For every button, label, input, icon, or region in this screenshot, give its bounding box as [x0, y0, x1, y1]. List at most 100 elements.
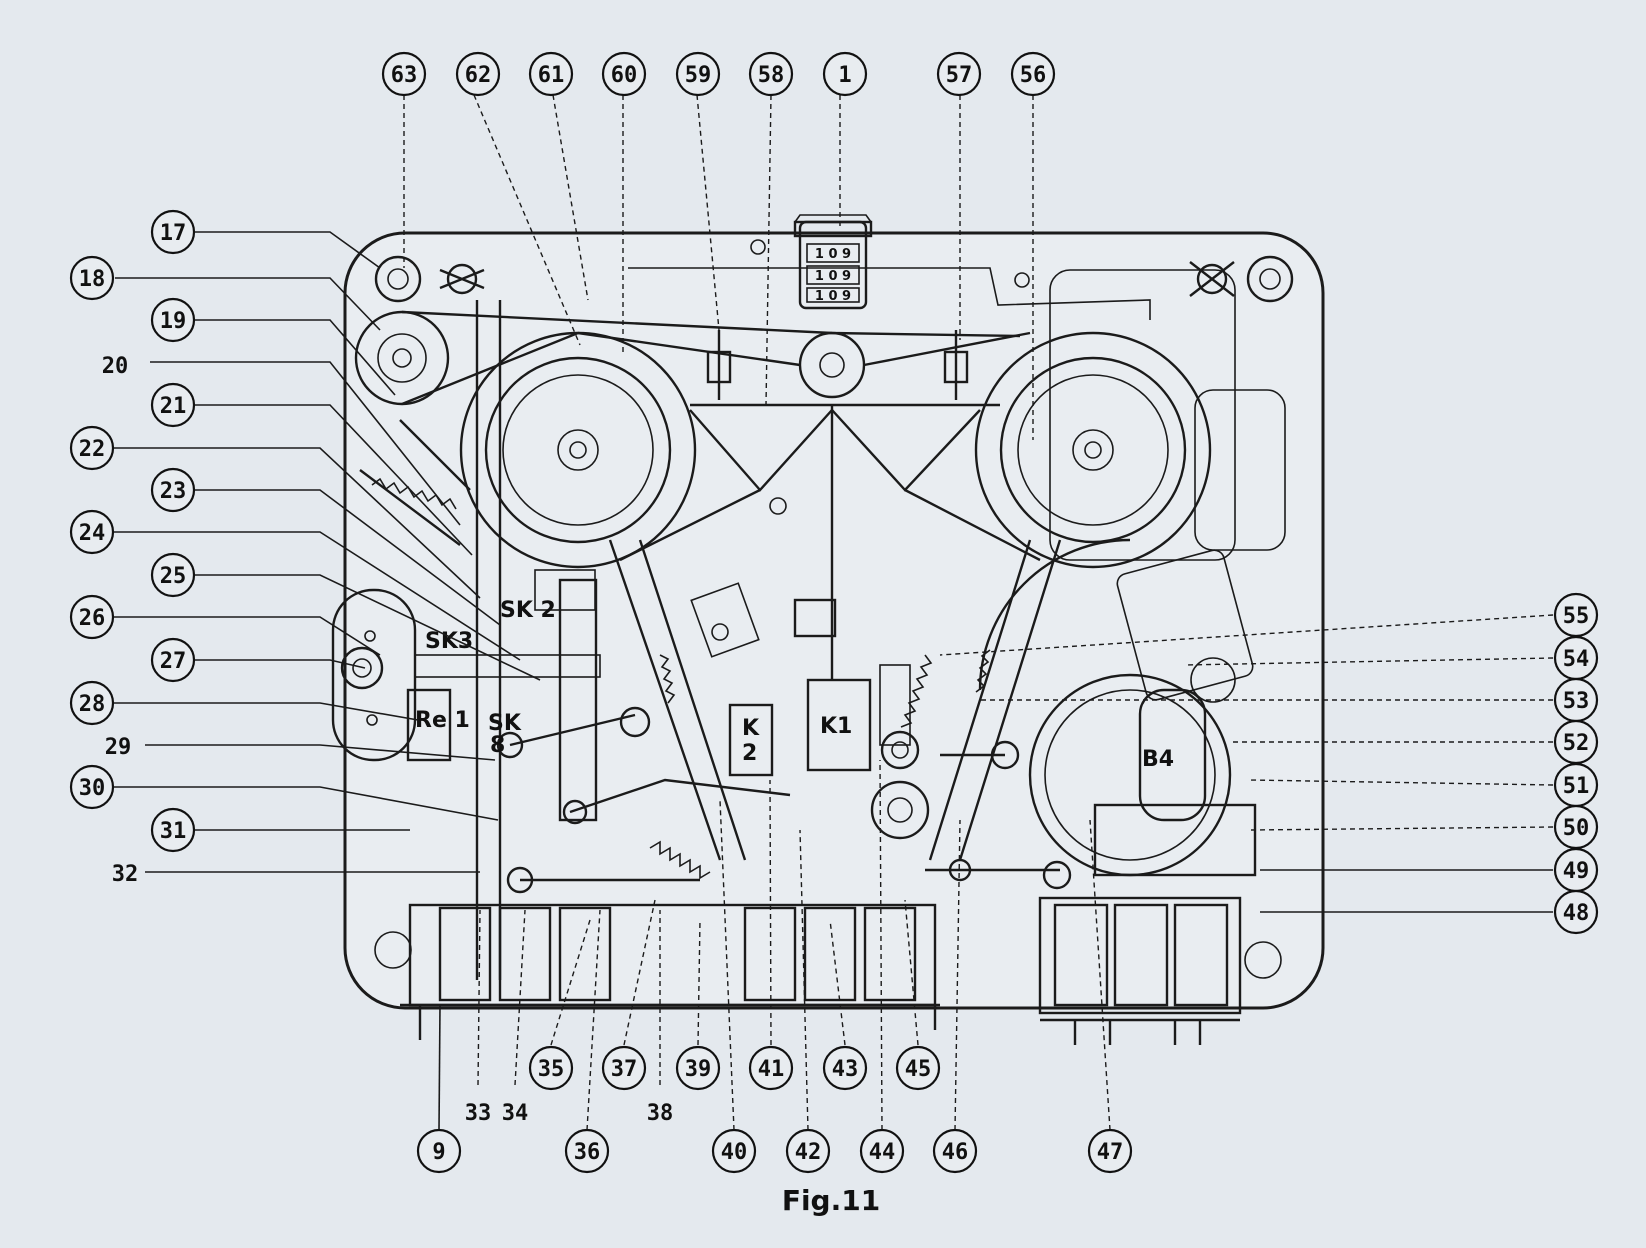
callout-53: 53: [1553, 677, 1599, 723]
callout-number: 19: [160, 309, 187, 334]
screw: [769, 497, 787, 515]
contact-block-k1: [806, 678, 872, 772]
wing-nut-right: [1189, 261, 1235, 297]
callout-number: 59: [685, 63, 712, 88]
callout-number: 48: [1563, 901, 1590, 926]
callout-number: 41: [758, 1057, 785, 1082]
callout-number: 53: [1563, 689, 1590, 714]
label-sk8: SK: [488, 711, 522, 736]
callout-19: 19: [150, 297, 196, 343]
callout-number: 57: [946, 63, 973, 88]
label-re1: Re 1: [415, 708, 470, 733]
callout-35: 35: [528, 1045, 574, 1091]
callout-34: 34: [502, 1101, 529, 1126]
callout-18: 18: [69, 255, 115, 301]
callout-26: 26: [69, 594, 115, 640]
callout-59: 59: [675, 51, 721, 97]
label-sk8-number: 8: [490, 733, 505, 758]
callout-number: 28: [79, 692, 106, 717]
callout-number: 26: [79, 606, 106, 631]
callout-28: 28: [69, 680, 115, 726]
callout-63: 63: [381, 51, 427, 97]
leader-lines: [112, 94, 1554, 1131]
tension-spring: [649, 840, 711, 880]
callout-number: 35: [538, 1057, 565, 1082]
callout-33: 33: [465, 1101, 492, 1126]
label-k1: K1: [820, 714, 852, 739]
callout-61: 61: [528, 51, 574, 97]
callout-46: 46: [932, 1128, 978, 1174]
callout-number: 9: [432, 1140, 445, 1165]
plate-bracket: [690, 582, 760, 658]
callout-52: 52: [1553, 719, 1599, 765]
callout-40: 40: [711, 1128, 757, 1174]
wing-nut-left: [439, 263, 485, 295]
shaft-bracket: [793, 598, 837, 638]
callout-23: 23: [150, 467, 196, 513]
callout-20: 20: [102, 354, 129, 379]
lever-upper-left: [509, 713, 636, 747]
callout-number: 60: [611, 63, 638, 88]
callout-number: 22: [79, 437, 106, 462]
callout-number: 58: [758, 63, 785, 88]
switch-bank-left: [400, 903, 940, 1040]
callout-number: 49: [1563, 859, 1590, 884]
callout-number: 36: [574, 1140, 601, 1165]
mount-hole: [750, 239, 766, 255]
tension-spring: [900, 654, 933, 728]
callout-number: 37: [611, 1057, 638, 1082]
callout-number: 21: [160, 394, 187, 419]
counter-digit-row: 1 0 9: [815, 289, 851, 304]
corner-nut-top-left: [374, 255, 422, 303]
right-reel-table: [974, 331, 1212, 569]
callout-57: 57: [936, 51, 982, 97]
switch-bank-right: [1038, 896, 1242, 1045]
callout-45: 45: [895, 1045, 941, 1091]
switch-block-column: [558, 578, 598, 822]
callout-number: 45: [905, 1057, 932, 1082]
mount-hole: [1014, 272, 1030, 288]
callout-number: 43: [832, 1057, 859, 1082]
callout-number: 18: [79, 267, 106, 292]
callout-number: 56: [1020, 63, 1047, 88]
callout-number: 63: [391, 63, 418, 88]
capstan-roller: [870, 780, 930, 840]
callout-39: 39: [675, 1045, 721, 1091]
callout-54: 54: [1553, 635, 1599, 681]
relay-re1: [406, 688, 452, 762]
switch-bracket-right: [1116, 549, 1254, 701]
callout-38: 38: [647, 1101, 674, 1126]
corner-nut-top-right: [1246, 255, 1294, 303]
callout-number: 25: [160, 564, 187, 589]
callout-37: 37: [601, 1045, 647, 1091]
callout-31: 31: [150, 807, 196, 853]
switch-block-top: [534, 569, 596, 611]
callout-22: 22: [69, 425, 115, 471]
callout-number: 52: [1563, 731, 1590, 756]
callout-41: 41: [748, 1045, 794, 1091]
callout-number: 30: [79, 776, 106, 801]
tape-guide-left: [706, 330, 732, 400]
drive-belt-top: [401, 310, 1021, 338]
callout-number: 31: [160, 819, 187, 844]
right-bracket-plate: [1194, 389, 1286, 551]
callout-number: 1: [838, 63, 851, 88]
lever-pivot: [506, 866, 534, 894]
callout-25: 25: [150, 552, 196, 598]
callout-36: 36: [564, 1128, 610, 1174]
label-b4: B4: [1142, 747, 1174, 772]
mount-foot-right: [1244, 941, 1282, 979]
callout-number: 17: [160, 221, 187, 246]
callout-number: 24: [79, 521, 106, 546]
label-k2-number: 2: [742, 741, 757, 766]
flywheel-guard: [978, 538, 1131, 691]
callout-60: 60: [601, 51, 647, 97]
callout-58: 58: [748, 51, 794, 97]
figure-caption: Fig.11: [782, 1184, 880, 1217]
callout-number: 39: [685, 1057, 712, 1082]
tension-spring: [371, 477, 457, 510]
callout-48: 48: [1553, 889, 1599, 935]
callout-30: 30: [69, 764, 115, 810]
